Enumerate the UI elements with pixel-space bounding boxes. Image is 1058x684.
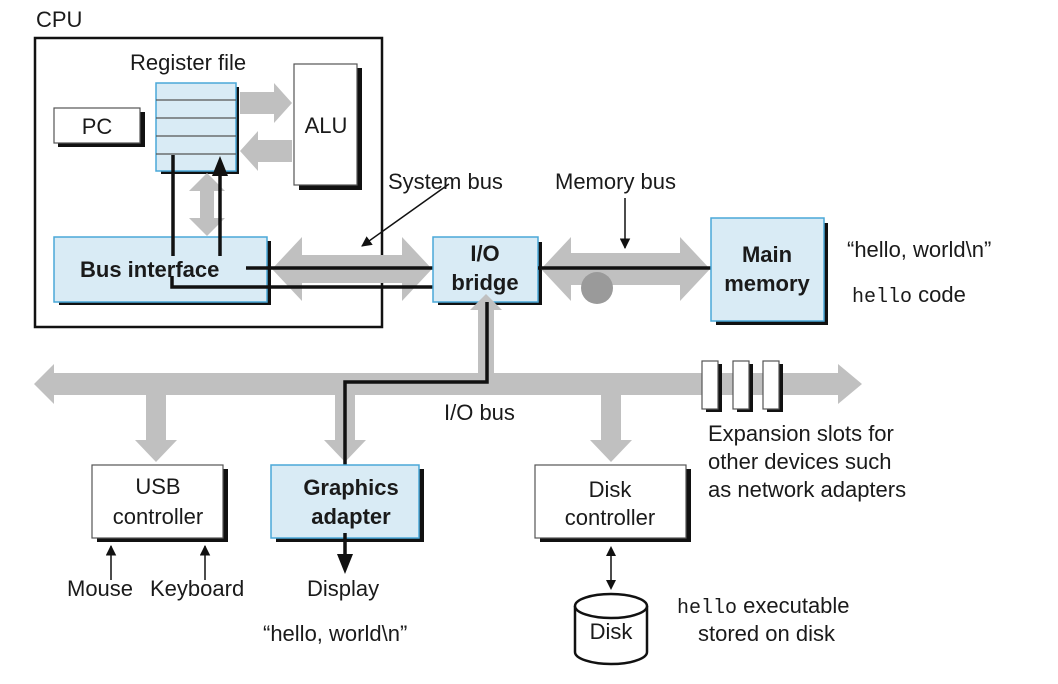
memory-string-annotation: “hello, world\n” bbox=[847, 237, 991, 262]
disk-icon: Disk bbox=[573, 592, 649, 666]
reg-write-arrowhead bbox=[212, 156, 228, 176]
expansion-slots bbox=[701, 360, 783, 412]
reg-bus-iface-arrow bbox=[189, 173, 225, 236]
pc-register: PC bbox=[53, 107, 145, 147]
disk-controller-line2: controller bbox=[565, 505, 655, 530]
display-string: “hello, world\n” bbox=[263, 621, 407, 646]
cpu-label: CPU bbox=[36, 7, 82, 32]
expansion-line-1: Expansion slots for bbox=[708, 421, 894, 446]
main-memory-line1: Main bbox=[742, 242, 792, 267]
disk-controller-line1: Disk bbox=[589, 477, 633, 502]
display-arrowhead bbox=[337, 554, 353, 574]
graphics-adapter: Graphics adapter bbox=[270, 464, 424, 542]
alu-to-reg-arrow bbox=[240, 131, 292, 171]
graphics-line2: adapter bbox=[311, 504, 391, 529]
disk-annotation-rest: executable bbox=[737, 593, 850, 618]
disk-label: Disk bbox=[590, 619, 634, 644]
bus-transaction-dot bbox=[581, 272, 613, 304]
main-memory: Main memory bbox=[710, 217, 828, 325]
keyboard-label: Keyboard bbox=[150, 576, 244, 601]
io-bus-drop-disk bbox=[590, 395, 632, 462]
bus-interface: Bus interface bbox=[53, 236, 271, 305]
disk-annotation-mono: hello bbox=[677, 597, 737, 620]
io-bridge-line2: bridge bbox=[451, 270, 518, 295]
reg-to-alu-arrow bbox=[240, 83, 292, 123]
io-bus-arrow bbox=[34, 294, 862, 404]
disk-controller: Disk controller bbox=[534, 464, 691, 542]
system-bus-pointer bbox=[361, 183, 450, 247]
bus-interface-label: Bus interface bbox=[80, 257, 219, 282]
memory-code-mono: hello bbox=[852, 286, 912, 309]
memory-code-rest: code bbox=[912, 282, 966, 307]
io-bus-drop-usb bbox=[135, 395, 177, 462]
memory-bus-label: Memory bus bbox=[555, 169, 676, 194]
main-memory-line2: memory bbox=[724, 271, 810, 296]
register-file-label: Register file bbox=[130, 50, 246, 75]
graphics-line1: Graphics bbox=[303, 475, 398, 500]
system-bus-label: System bus bbox=[388, 169, 503, 194]
disk-annotation-line1: hello executable bbox=[677, 593, 850, 620]
memory-code-annotation: hello code bbox=[852, 282, 966, 309]
usb-line1: USB bbox=[135, 474, 180, 499]
io-bridge-line1: I/O bbox=[470, 241, 499, 266]
disk-io-arrowhead-down bbox=[606, 580, 616, 590]
alu-label: ALU bbox=[305, 113, 348, 138]
expansion-line-2: other devices such bbox=[708, 449, 891, 474]
io-bridge: I/O bridge bbox=[432, 236, 542, 305]
expansion-line-3: as network adapters bbox=[708, 477, 906, 502]
usb-line2: controller bbox=[113, 504, 203, 529]
bridge-to-graphics-wire bbox=[343, 302, 489, 470]
disk-annotation-line2: stored on disk bbox=[698, 621, 836, 646]
pc-label: PC bbox=[82, 114, 113, 139]
register-file bbox=[155, 82, 239, 174]
cpu-frame bbox=[33, 36, 384, 329]
disk-io-arrowhead-up bbox=[606, 546, 616, 556]
display-label: Display bbox=[307, 576, 379, 601]
alu: ALU bbox=[293, 63, 362, 190]
io-bus-label: I/O bus bbox=[444, 400, 515, 425]
mouse-label: Mouse bbox=[67, 576, 133, 601]
system-bus-wire-2 bbox=[170, 276, 434, 289]
usb-controller: USB controller bbox=[91, 464, 228, 542]
